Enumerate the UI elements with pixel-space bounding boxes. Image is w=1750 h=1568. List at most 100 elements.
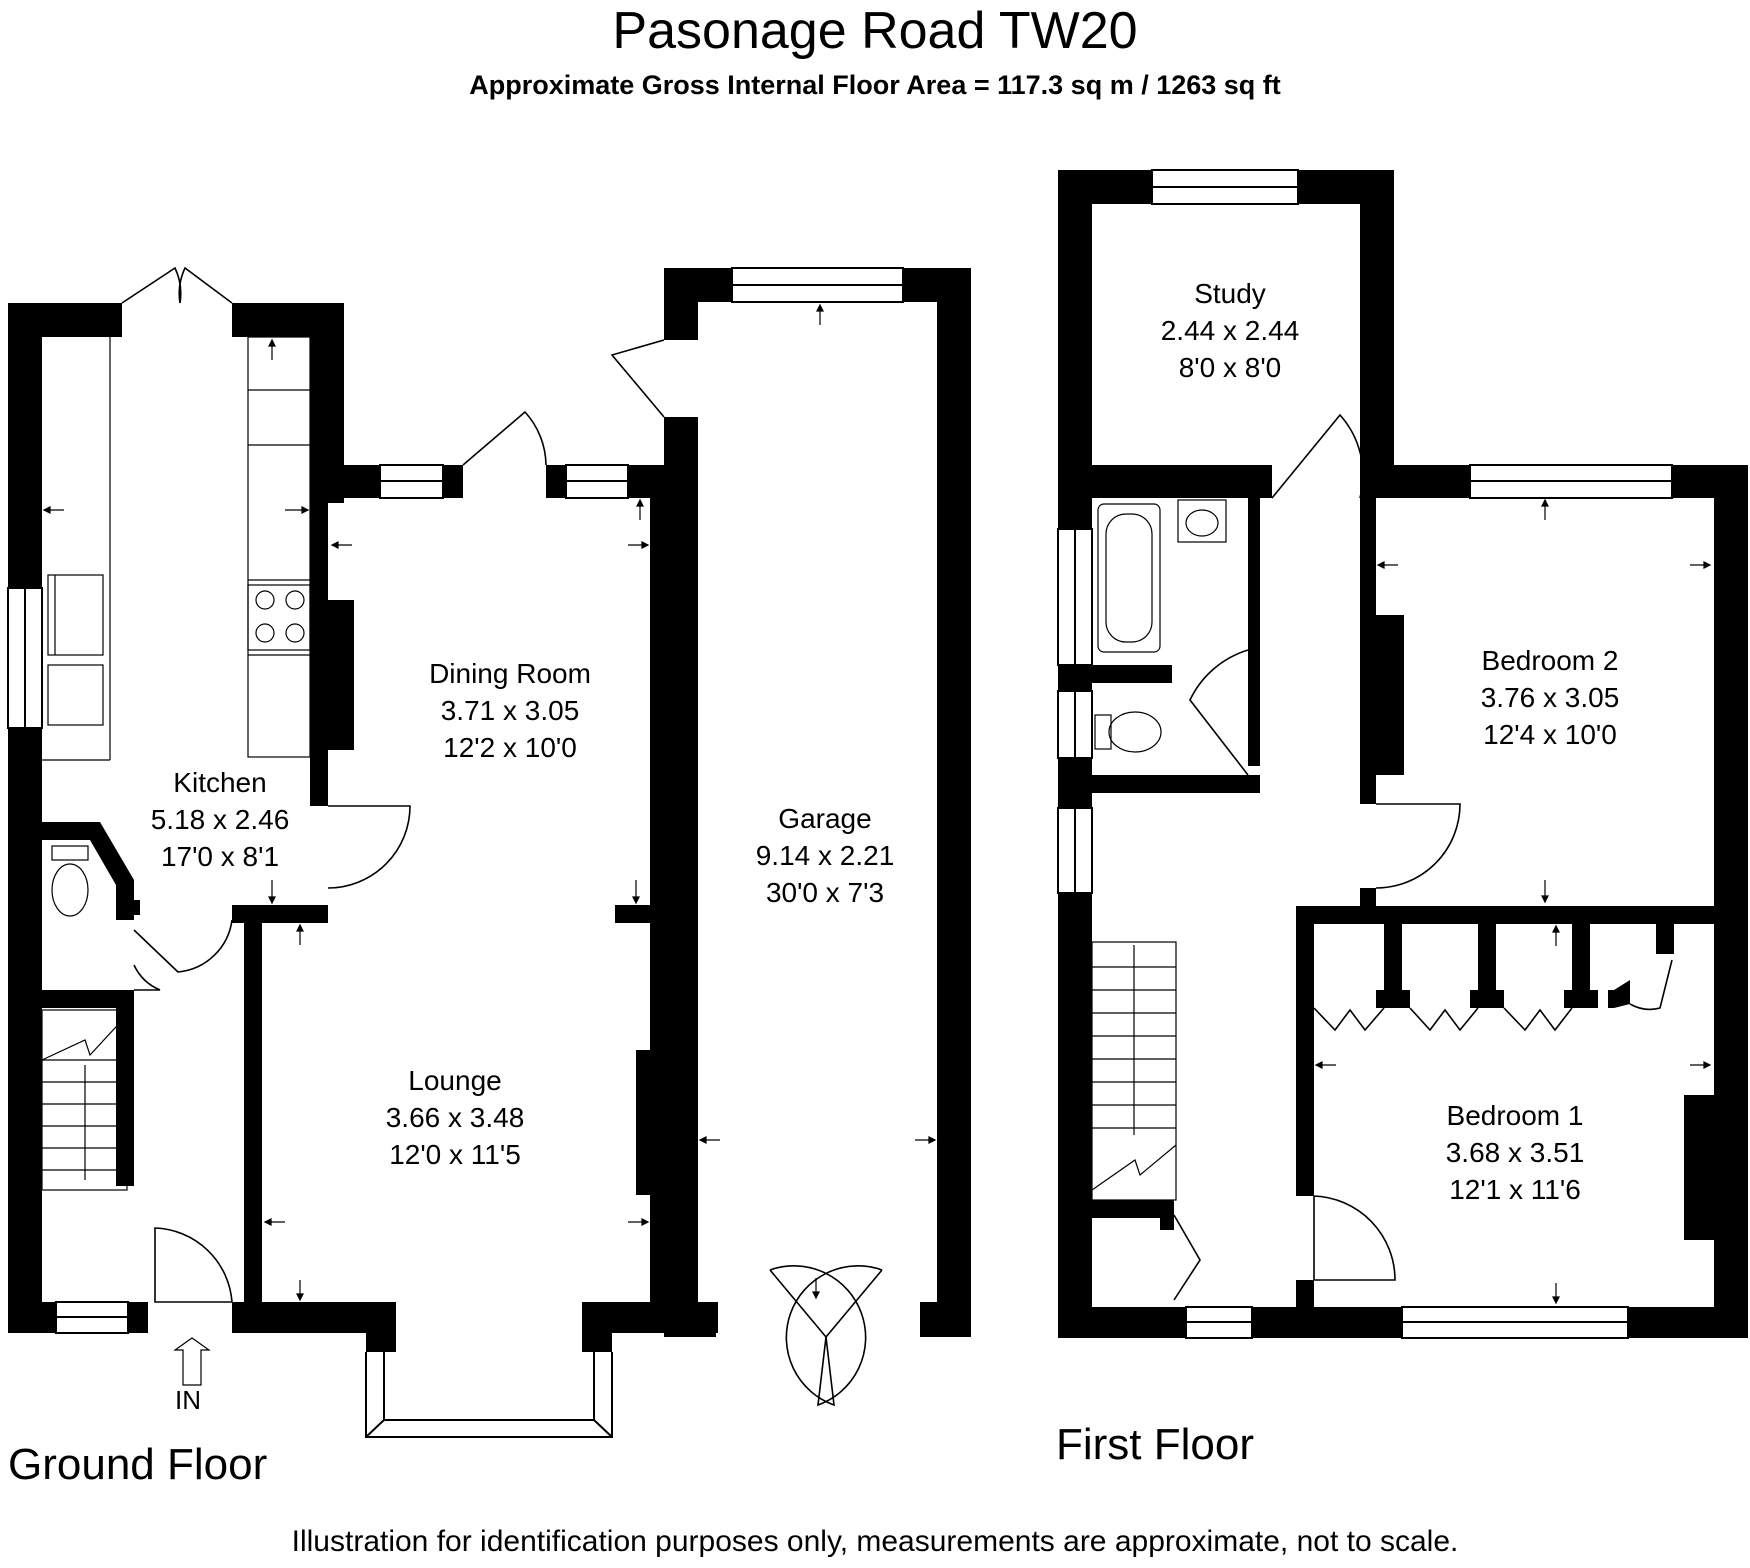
entrance-label: IN xyxy=(175,1385,201,1415)
wall xyxy=(664,1302,716,1337)
wall xyxy=(628,465,668,498)
wall xyxy=(1376,990,1410,1008)
door-swing xyxy=(1313,1195,1396,1281)
wall xyxy=(1478,924,1496,994)
entrance-arrow-shape xyxy=(173,1337,211,1386)
door-swing xyxy=(133,919,233,973)
wall xyxy=(366,1302,396,1352)
wall xyxy=(546,465,566,498)
wall xyxy=(1470,990,1504,1008)
room-metric: 9.14 x 2.21 xyxy=(755,840,895,871)
wall xyxy=(42,990,134,1008)
wall xyxy=(328,600,354,750)
floor-area-subtitle: Approximate Gross Internal Floor Area = … xyxy=(469,70,1281,100)
room-label-kitchen: Kitchen 5.18 x 2.46 17'0 x 8'1 xyxy=(130,764,310,875)
wall xyxy=(1384,924,1402,994)
wall xyxy=(116,990,134,1186)
wardrobe-door xyxy=(1313,1007,1385,1032)
room-label-garage: Garage 9.14 x 2.21 30'0 x 7'3 xyxy=(735,800,915,911)
room-name: Bedroom 2 xyxy=(1481,645,1619,676)
sink xyxy=(47,664,104,726)
wall xyxy=(1684,1095,1714,1240)
wall xyxy=(1058,465,1272,498)
door-swing xyxy=(154,1227,233,1303)
hob-ring xyxy=(285,590,305,610)
room-imperial: 12'1 x 11'6 xyxy=(1449,1174,1581,1205)
room-label-lounge: Lounge 3.66 x 3.48 12'0 x 11'5 xyxy=(365,1062,545,1173)
room-metric: 2.44 x 2.44 xyxy=(1160,315,1300,346)
door-swing xyxy=(1629,959,1673,1011)
hob-ring xyxy=(255,623,275,643)
disclaimer: Illustration for identification purposes… xyxy=(291,1525,1459,1558)
door-swing xyxy=(1375,803,1461,889)
wall xyxy=(1714,465,1748,1338)
wall xyxy=(1628,1307,1748,1338)
wall xyxy=(1092,1200,1174,1218)
wall xyxy=(1058,465,1092,529)
wall xyxy=(1360,888,1376,908)
wall xyxy=(1058,893,1092,1338)
basin xyxy=(1177,499,1227,543)
door-swing xyxy=(327,805,411,889)
room-name: Garage xyxy=(778,803,872,834)
room-metric: 3.66 x 3.48 xyxy=(385,1102,525,1133)
wall xyxy=(1092,775,1260,793)
wall xyxy=(1360,465,1470,498)
door-swing xyxy=(785,1265,883,1407)
room-metric: 3.76 x 3.05 xyxy=(1480,682,1620,713)
bath xyxy=(1097,503,1161,653)
door-swing xyxy=(1271,413,1364,499)
wall xyxy=(937,268,971,1337)
ground-floor-label: Ground Floor xyxy=(8,1440,268,1489)
hob xyxy=(247,584,311,651)
room-label-bedroom-2: Bedroom 2 3.76 x 3.05 12'4 x 10'0 xyxy=(1460,642,1640,753)
wall xyxy=(8,1302,56,1333)
wall xyxy=(8,728,42,1333)
dimension-arrows xyxy=(42,303,1712,1305)
stairs xyxy=(1091,941,1177,1201)
room-name: Dining Room xyxy=(429,658,591,689)
wall xyxy=(1296,906,1314,1196)
wall xyxy=(1058,170,1092,498)
door-swing xyxy=(1173,1214,1201,1301)
wall xyxy=(310,498,328,806)
door-swing xyxy=(1189,649,1249,776)
page-title: Pasonage Road TW20 xyxy=(612,2,1138,60)
wall xyxy=(1564,990,1598,1008)
hob-ring xyxy=(285,623,305,643)
wardrobe-door xyxy=(1409,1007,1479,1032)
wall xyxy=(1058,665,1092,691)
wall xyxy=(1058,1307,1186,1338)
door-swings xyxy=(121,266,1673,1407)
room-label-bedroom-1: Bedroom 1 3.68 x 3.51 12'1 x 11'6 xyxy=(1425,1097,1605,1208)
walls xyxy=(8,170,1748,1352)
room-name: Kitchen xyxy=(173,767,267,798)
room-metric: 3.68 x 3.51 xyxy=(1445,1137,1585,1168)
wardrobe-door xyxy=(1503,1007,1573,1032)
wall xyxy=(128,1302,148,1333)
wall xyxy=(443,465,463,498)
room-metric: 5.18 x 2.46 xyxy=(150,804,290,835)
wall xyxy=(1296,1280,1314,1320)
room-name: Study xyxy=(1194,278,1266,309)
wall xyxy=(1160,1200,1174,1230)
wall xyxy=(1252,1307,1402,1338)
wall xyxy=(664,417,698,1337)
wall xyxy=(636,1050,668,1195)
wall xyxy=(1092,665,1172,683)
door-swing xyxy=(121,266,182,304)
stairs xyxy=(41,1009,128,1191)
wall xyxy=(1360,170,1394,498)
windows xyxy=(7,169,1673,1438)
toilet xyxy=(51,863,89,917)
wall xyxy=(42,822,134,920)
room-label-dining-room: Dining Room 3.71 x 3.05 12'2 x 10'0 xyxy=(400,655,620,766)
bay-window xyxy=(365,1352,613,1438)
first-floor-label: First Floor xyxy=(1056,1420,1254,1469)
door-swing xyxy=(610,339,665,418)
wall xyxy=(1572,924,1590,994)
wall xyxy=(1656,924,1674,954)
wall xyxy=(920,1302,971,1337)
room-name: Bedroom 1 xyxy=(1446,1100,1584,1131)
